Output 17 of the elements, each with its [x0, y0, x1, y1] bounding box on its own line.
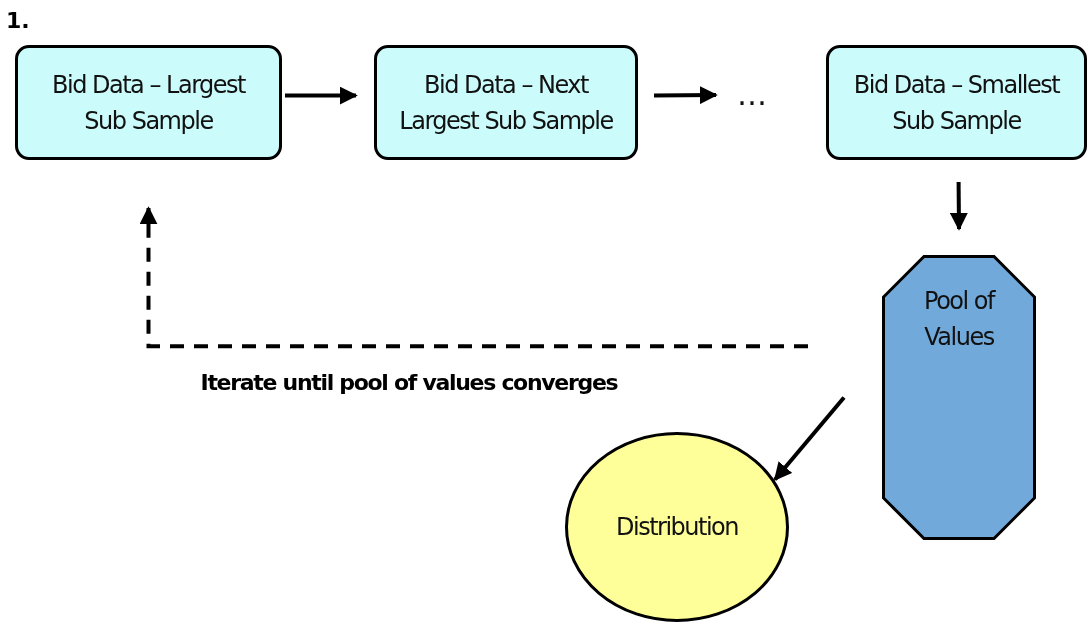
- node-text: Pool of Values: [923, 286, 996, 353]
- arrow: [773, 396, 846, 481]
- node-text: Bid Data – Next Largest Sub Sample: [398, 69, 614, 137]
- arrow: [653, 86, 718, 105]
- process-box: [374, 45, 638, 160]
- ellipsis-text: …: [737, 80, 769, 110]
- octagon-node: [882, 255, 1036, 540]
- step-number: 1.: [6, 8, 30, 33]
- arrow: [949, 182, 968, 231]
- arrow: [285, 86, 358, 105]
- node-text: Bid Data – Smallest Sub Sample: [852, 69, 1061, 137]
- node-text: Distribution: [616, 512, 738, 543]
- node-text: Bid Data – Largest Sub Sample: [51, 69, 247, 137]
- dashed-arrow: [139, 206, 808, 349]
- process-box: [826, 45, 1087, 160]
- process-box: [15, 45, 282, 160]
- ellipse-node: [565, 432, 789, 622]
